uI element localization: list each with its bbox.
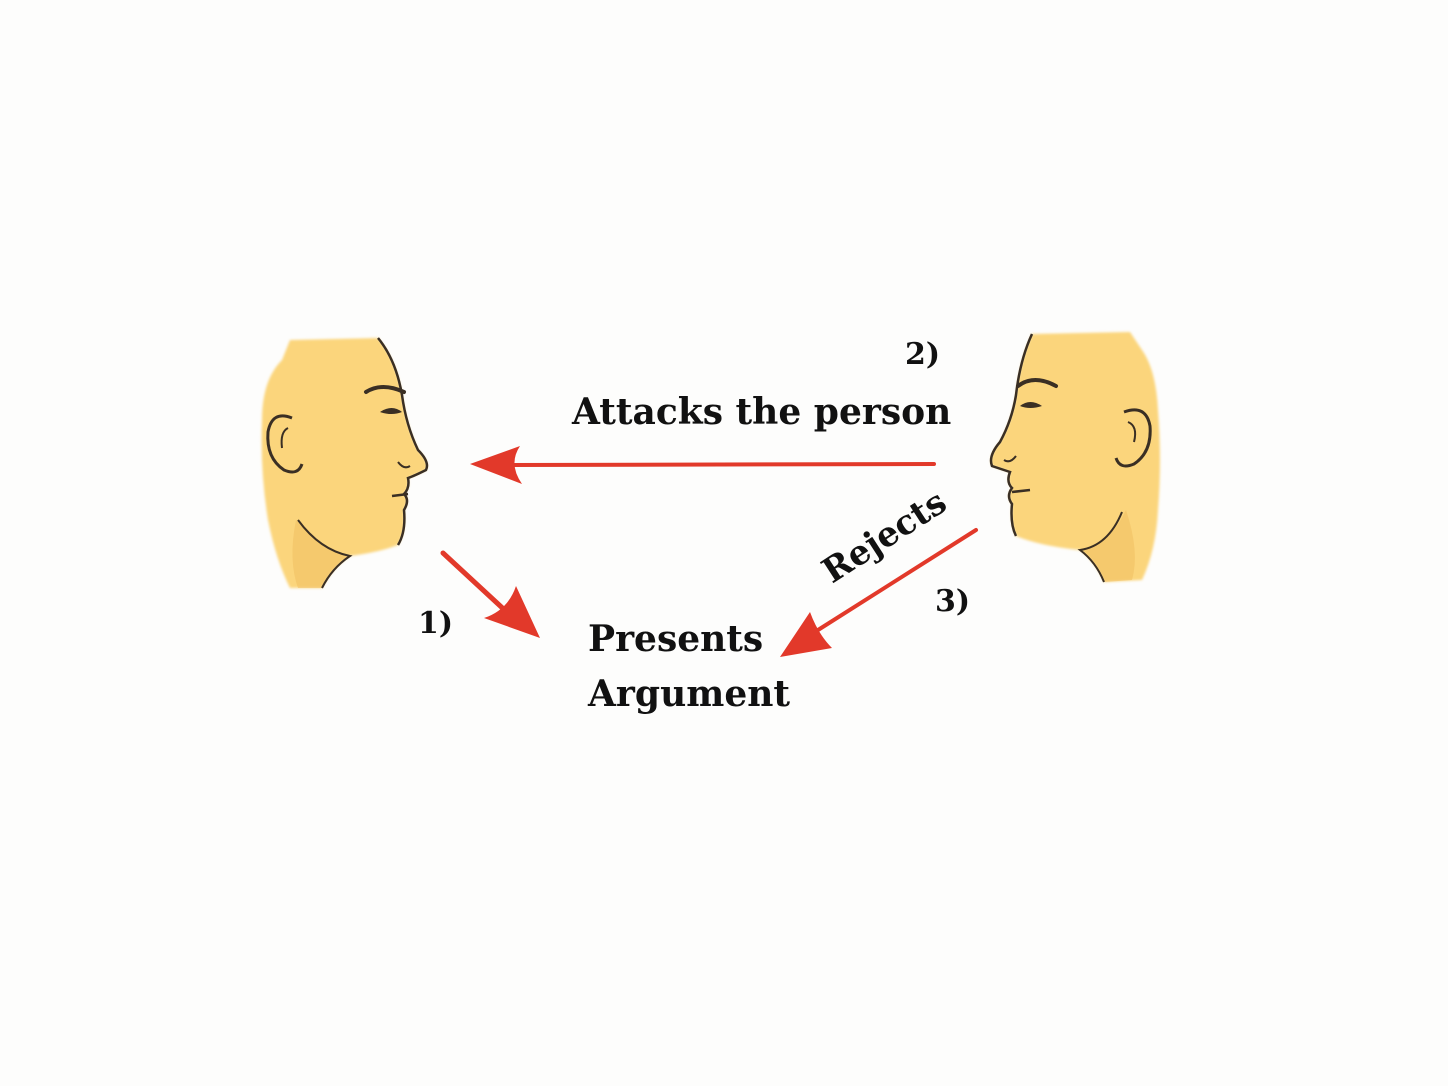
left-head-profile-line xyxy=(377,337,429,546)
right-head-ear-inner xyxy=(1127,421,1137,443)
label-presents: Presents xyxy=(588,618,763,660)
right-head-eye xyxy=(1020,402,1042,408)
arrow-attacks-shaft xyxy=(508,462,936,467)
right-head-eyebrow xyxy=(1016,378,1058,388)
left-head-icon xyxy=(261,337,429,589)
label-argument: Argument xyxy=(587,673,790,715)
arrow-presents-argument xyxy=(440,550,540,638)
arrow-rejects-shaft xyxy=(816,528,978,632)
left-head-ear-inner xyxy=(280,427,289,449)
label-attacks-person: Attacks the person xyxy=(571,391,951,433)
right-head-jaw xyxy=(1077,511,1123,583)
left-head-jaw xyxy=(297,519,353,589)
left-head-ear xyxy=(266,414,304,474)
arrow-attacks-person xyxy=(470,446,936,484)
arrow-rejects-argument xyxy=(780,528,978,657)
right-head-profile-line xyxy=(989,333,1034,537)
right-head-mouth xyxy=(1011,488,1031,494)
left-head-neck-shadow xyxy=(292,520,350,588)
right-head-icon xyxy=(989,332,1160,583)
right-head-ear xyxy=(1114,408,1152,468)
right-head-neck-shadow xyxy=(1080,510,1135,582)
label-step-1: 1) xyxy=(418,606,453,641)
label-rejects: Rejects xyxy=(815,482,954,591)
label-step-3: 3) xyxy=(935,584,970,619)
left-head-mouth xyxy=(391,492,409,498)
label-step-2: 2) xyxy=(905,337,940,372)
left-head-nostril xyxy=(397,461,411,469)
left-head-silhouette xyxy=(261,338,427,588)
arrow-attacks-head xyxy=(470,446,522,484)
arrow-presents-head xyxy=(484,586,540,638)
arrow-rejects-head xyxy=(780,612,832,657)
right-head-nostril xyxy=(1003,455,1017,463)
arrow-presents-shaft xyxy=(440,550,513,618)
left-head-eye xyxy=(380,408,402,414)
